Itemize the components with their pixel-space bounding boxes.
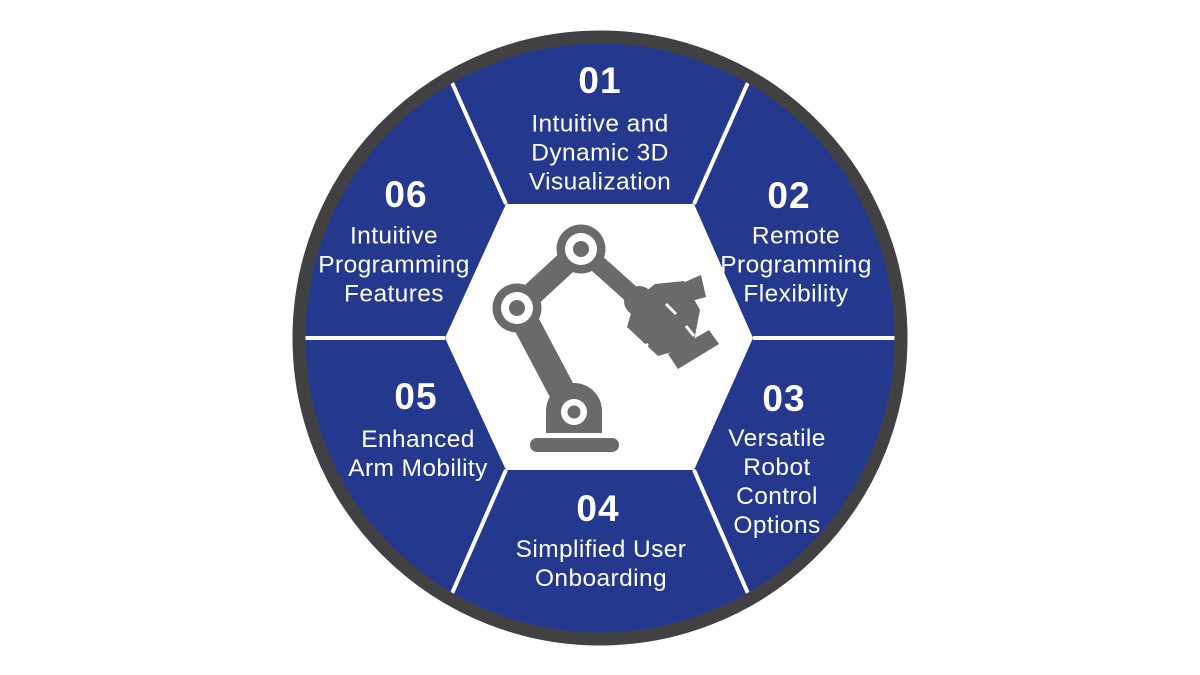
wheel-outer-ring	[292, 30, 908, 646]
divider-line-upper-right	[692, 77, 752, 205]
segment-dividers	[300, 77, 900, 599]
divider-line-upper-left	[448, 77, 508, 205]
divider-line-lower-right	[692, 469, 752, 599]
divider-line-lower-left	[448, 469, 508, 599]
center-hexagon	[445, 204, 753, 470]
robot-arm-icon	[492, 224, 719, 452]
